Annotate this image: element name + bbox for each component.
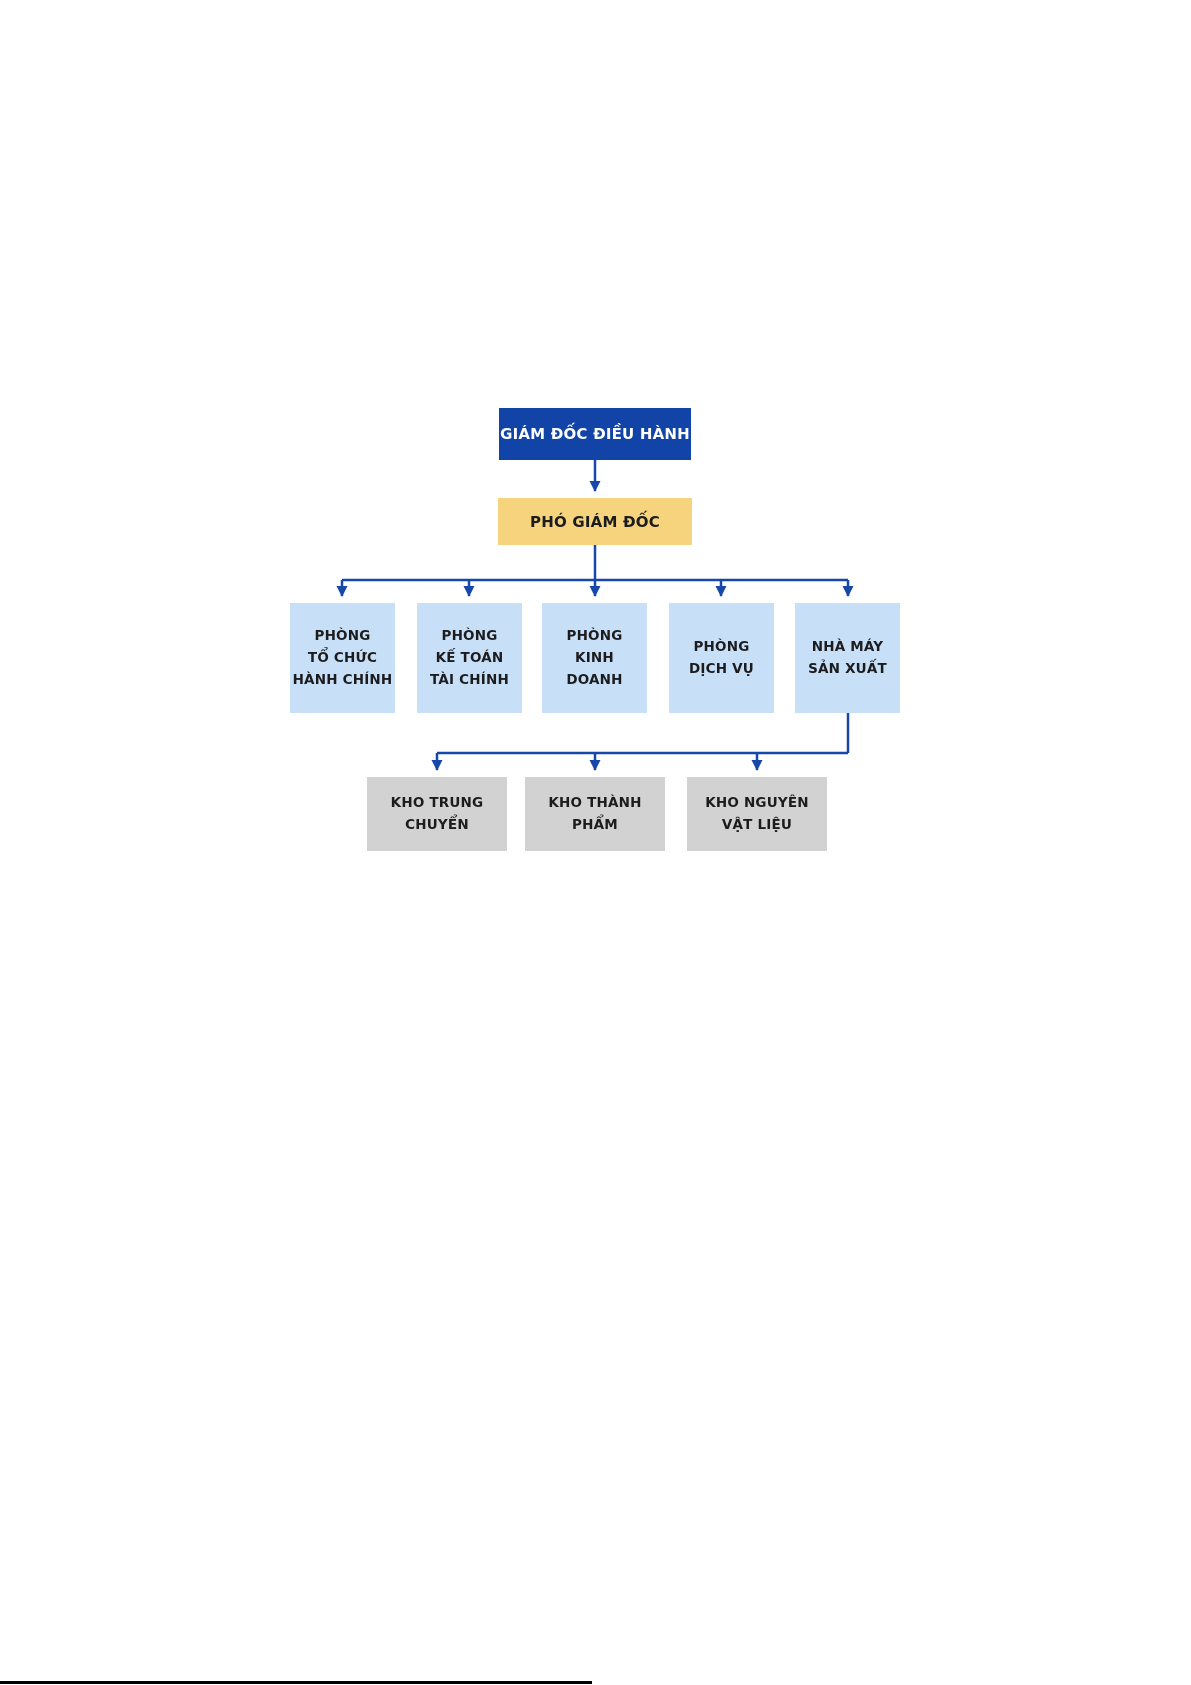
node-dept-services: PHÒNG DỊCH VỤ (669, 603, 774, 713)
node-dept-business: PHÒNG KINH DOANH (542, 603, 647, 713)
node-warehouse-finished-goods: KHO THÀNH PHẨM (525, 777, 665, 851)
node-warehouse-raw-materials: KHO NGUYÊN VẬT LIỆU (687, 777, 827, 851)
node-deputy-director: PHÓ GIÁM ĐỐC (498, 498, 692, 545)
page-bottom-border (0, 1681, 592, 1684)
node-dept-admin-organization: PHÒNG TỔ CHỨC HÀNH CHÍNH (290, 603, 395, 713)
node-executive-director: GIÁM ĐỐC ĐIỀU HÀNH (499, 408, 691, 460)
node-factory: NHÀ MÁY SẢN XUẤT (795, 603, 900, 713)
node-warehouse-transit: KHO TRUNG CHUYỂN (367, 777, 507, 851)
node-dept-finance-accounting: PHÒNG KẾ TOÁN TÀI CHÍNH (417, 603, 522, 713)
